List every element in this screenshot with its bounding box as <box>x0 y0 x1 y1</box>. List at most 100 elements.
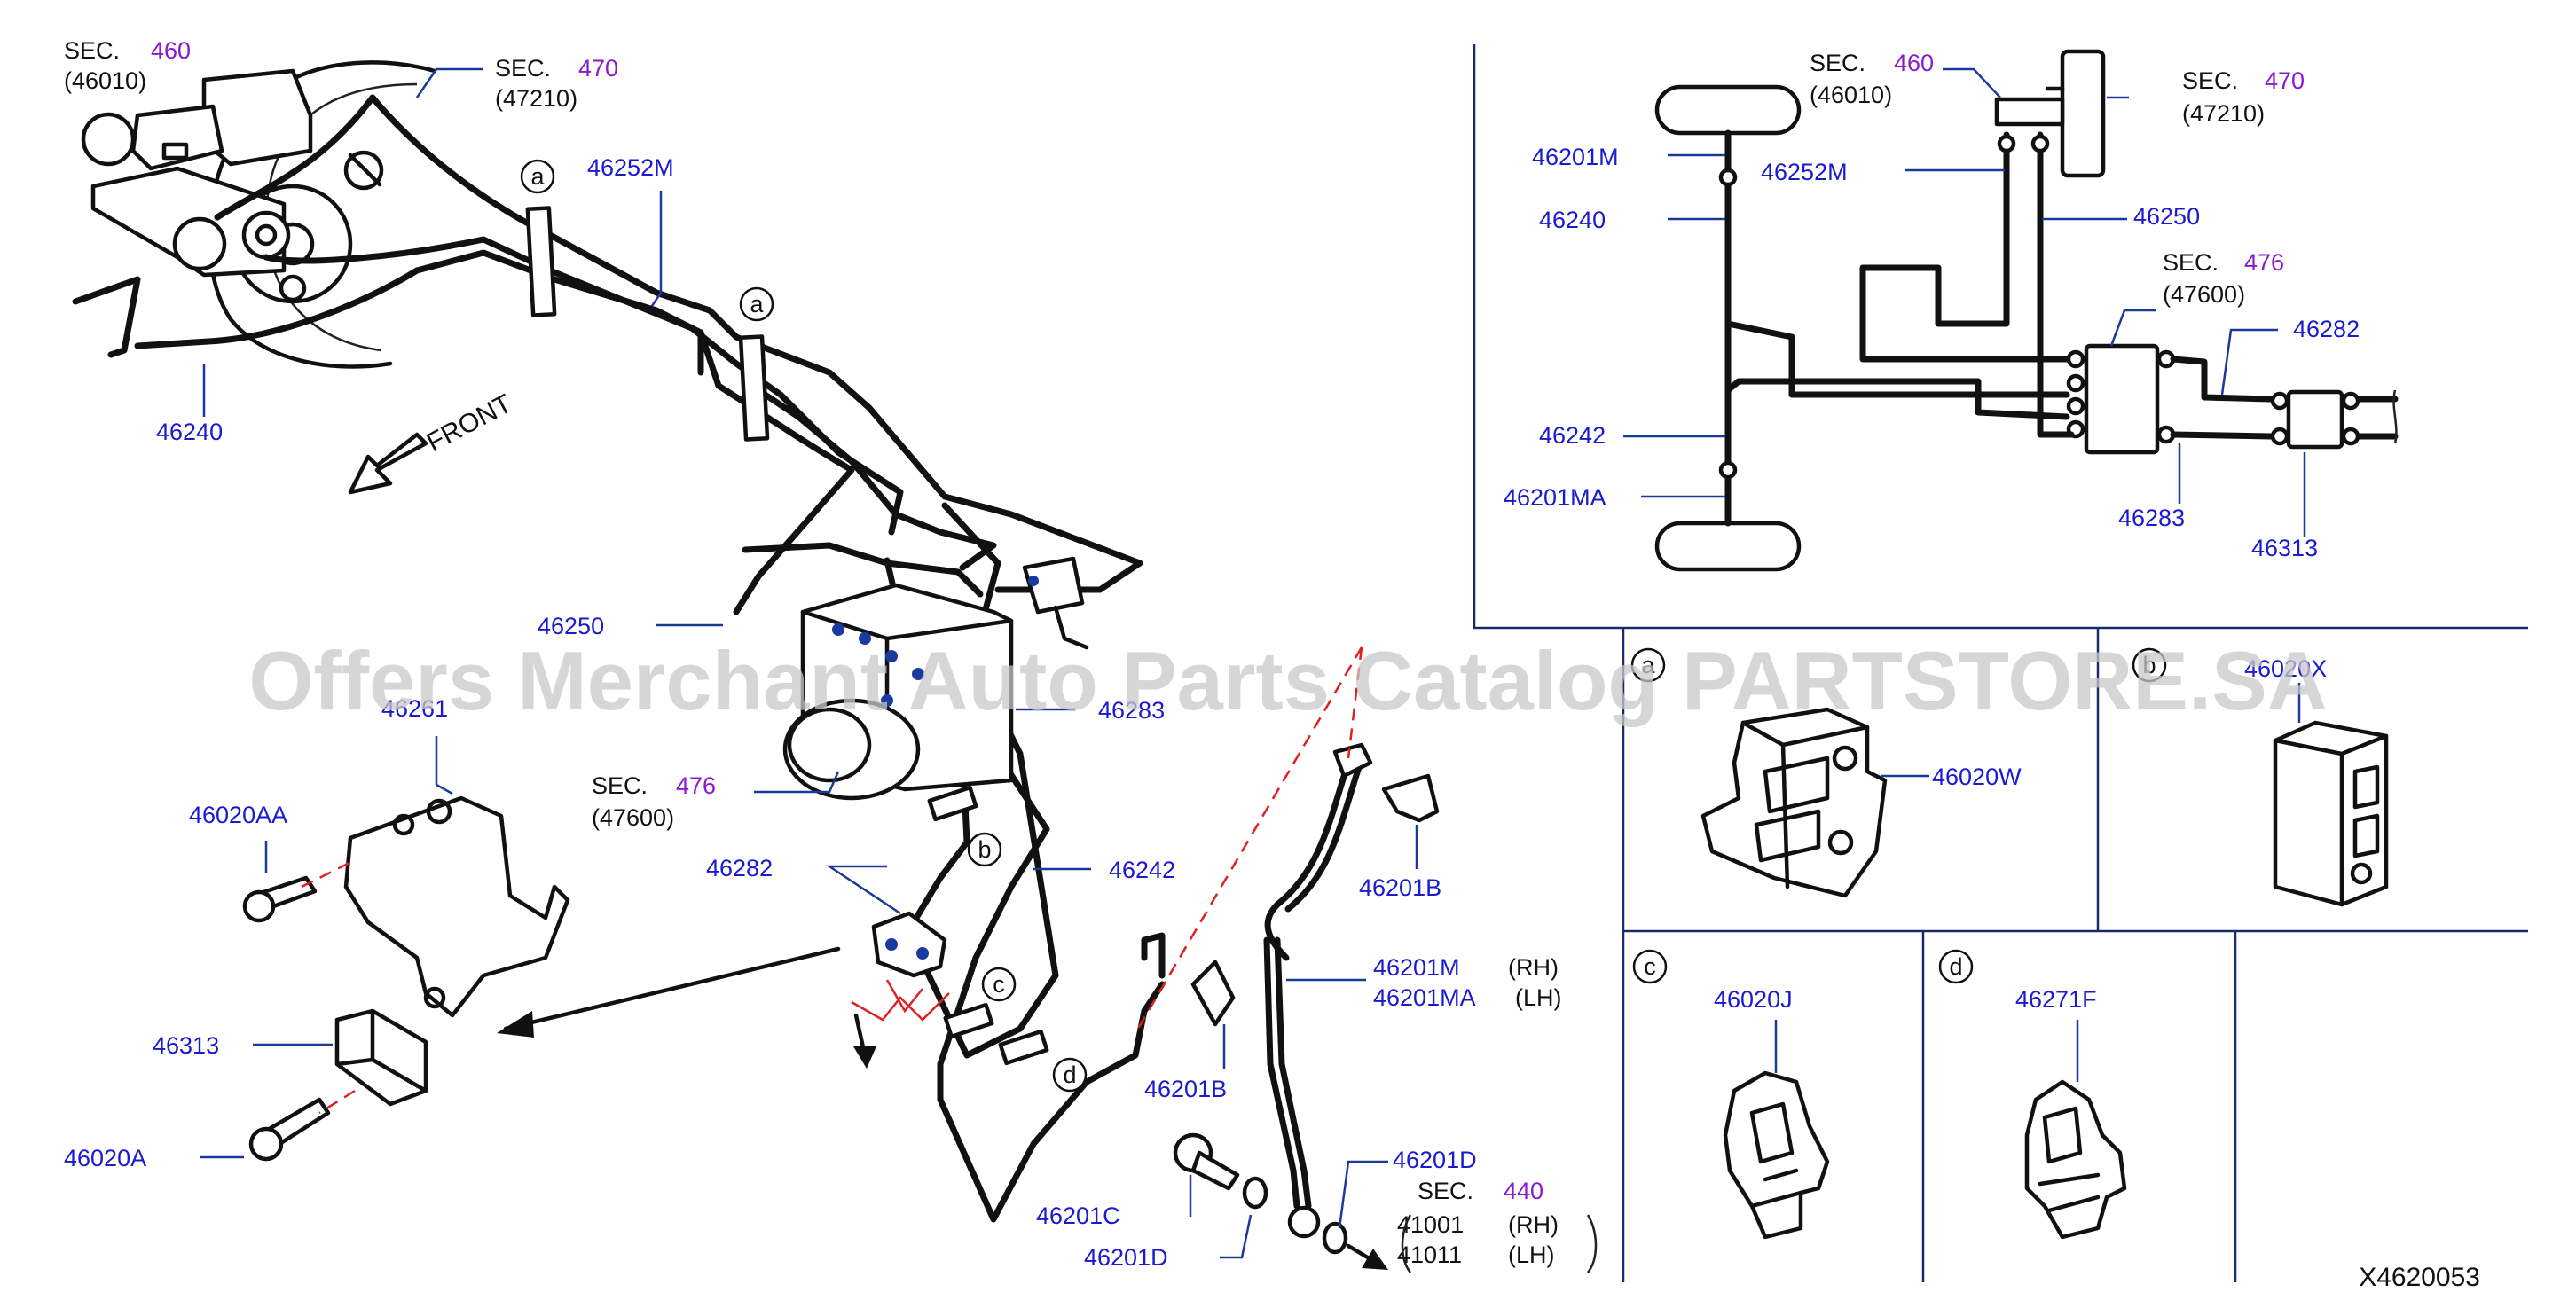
abs-actuator-unit <box>782 556 1089 801</box>
diagram-code: X4620053 <box>2359 1263 2480 1292</box>
svg-text:440: 440 <box>1504 1178 1543 1204</box>
actuator-bracket <box>343 795 570 1018</box>
leader-lines <box>200 67 1418 1259</box>
svg-text:41011: 41011 <box>1397 1242 1462 1268</box>
svg-text:(46010): (46010) <box>64 67 146 94</box>
svg-text:46020X: 46020X <box>2244 655 2327 682</box>
svg-text:(47600): (47600) <box>592 804 674 831</box>
svg-text:460: 460 <box>1894 50 1934 76</box>
label-46242: 46242 <box>1109 857 1175 883</box>
svg-text:470: 470 <box>578 55 618 82</box>
svg-text:b: b <box>2142 652 2156 678</box>
label-46261: 46261 <box>381 695 448 722</box>
detail-panel-a: a 46020W <box>1630 647 2022 898</box>
svg-text:46271F: 46271F <box>2015 986 2097 1013</box>
callout-c: c <box>981 967 1017 1002</box>
svg-text:c: c <box>1644 953 1656 980</box>
svg-text:(RH): (RH) <box>1508 954 1559 981</box>
schematic-pipes <box>1718 129 2399 527</box>
svg-text:476: 476 <box>676 772 716 799</box>
bracket-bolt-upper <box>242 875 318 923</box>
svg-text:SEC.: SEC. <box>592 772 648 799</box>
schematic-label-46252M: 46252M <box>1761 159 1848 185</box>
master-cylinder <box>81 68 313 302</box>
assembly-guide-lines <box>301 646 1363 1115</box>
svg-text:SEC.: SEC. <box>1810 50 1865 76</box>
junction-block-46313 <box>334 1008 428 1107</box>
schematic-leaders <box>1623 67 2306 537</box>
svg-text:SEC.: SEC. <box>2163 249 2219 276</box>
label-sec-476: SEC. 476 (47600) <box>592 772 716 831</box>
svg-text:(RH): (RH) <box>1508 1211 1559 1238</box>
schematic-label-46282: 46282 <box>2293 316 2360 342</box>
schematic-wheel-rear <box>1654 521 1802 572</box>
label-front: FRONT <box>422 389 517 458</box>
schematic-label-46250: 46250 <box>2133 203 2200 230</box>
svg-text:SEC.: SEC. <box>1418 1178 1473 1204</box>
label-46282: 46282 <box>706 855 773 881</box>
svg-text:470: 470 <box>2265 67 2305 94</box>
svg-text:SEC.: SEC. <box>2182 67 2238 94</box>
schematic-label-46283: 46283 <box>2118 505 2185 531</box>
svg-text:(LH): (LH) <box>1515 984 1562 1011</box>
pipe-junction-block <box>851 911 950 1022</box>
svg-text:41001: 41001 <box>1397 1211 1464 1238</box>
label-46252M: 46252M <box>587 154 674 181</box>
svg-text:(LH): (LH) <box>1508 1242 1555 1268</box>
bracket-bolt-lower <box>248 1097 331 1162</box>
hose-bolt <box>1173 1132 1240 1191</box>
detail-panel-b: b 46020X <box>2132 647 2389 907</box>
callout-a-2: a <box>739 286 774 322</box>
label-46201M-46201MA: 46201M (RH) 46201MA (LH) <box>1373 954 1562 1011</box>
label-46250: 46250 <box>538 613 604 639</box>
schematic-label-46201M: 46201M <box>1532 144 1619 170</box>
svg-text:46020J: 46020J <box>1714 986 1793 1013</box>
label-sec-460: SEC. 460 (46010) <box>64 37 191 94</box>
svg-text:c: c <box>993 971 1005 998</box>
label-46201B-upper: 46201B <box>1359 874 1441 901</box>
svg-text:46201M: 46201M <box>1373 954 1460 981</box>
label-46313: 46313 <box>153 1032 219 1059</box>
svg-text:b: b <box>978 836 991 863</box>
pipe-clamps <box>525 206 1049 1066</box>
schematic-label-46313: 46313 <box>2251 535 2318 561</box>
svg-text:(46010): (46010) <box>1810 82 1892 108</box>
label-46201D-right: 46201D <box>1393 1147 1477 1173</box>
schematic-abs-unit <box>2066 343 2176 455</box>
callout-d: d <box>1052 1057 1088 1093</box>
schematic-label-46201MA: 46201MA <box>1504 484 1606 511</box>
svg-text:a: a <box>1641 652 1655 678</box>
svg-text:476: 476 <box>2244 249 2284 276</box>
svg-text:a: a <box>530 163 545 190</box>
svg-text:46020W: 46020W <box>1932 764 2022 790</box>
svg-text:d: d <box>1949 953 1962 980</box>
svg-text:(47210): (47210) <box>2182 100 2265 127</box>
label-46020AA: 46020AA <box>189 802 287 828</box>
label-46201C: 46201C <box>1036 1202 1120 1229</box>
schematic-label-sec-470: SEC. 470 (47210) <box>2182 67 2305 127</box>
label-46201D-left: 46201D <box>1084 1244 1168 1271</box>
label-sec-470: SEC. 470 (47210) <box>495 55 618 112</box>
panel-frames <box>1473 44 2528 1282</box>
schematic-master-cylinder <box>1994 49 2106 178</box>
svg-text:a: a <box>750 291 764 317</box>
callout-b: b <box>967 832 1002 867</box>
label-46020A: 46020A <box>64 1145 146 1171</box>
detail-panel-c: c 46020J <box>1632 949 1830 1240</box>
svg-text:(47210): (47210) <box>495 85 577 112</box>
label-46283: 46283 <box>1098 697 1165 724</box>
schematic-label-46242: 46242 <box>1539 422 1606 449</box>
svg-text:SEC.: SEC. <box>495 55 551 82</box>
svg-text:SEC.: SEC. <box>64 37 120 64</box>
svg-text:46201MA: 46201MA <box>1373 984 1476 1011</box>
svg-text:460: 460 <box>151 37 191 64</box>
schematic-label-sec-476: SEC. 476 (47600) <box>2163 249 2284 308</box>
flexible-brake-hose <box>1242 742 1373 1255</box>
schematic-label-sec-460: SEC. 460 (46010) <box>1810 50 1934 108</box>
hose-clips <box>1190 773 1440 1027</box>
schematic-wheel-front <box>1654 84 1802 136</box>
label-46240: 46240 <box>156 419 223 445</box>
direction-arrows <box>348 432 1388 1270</box>
svg-text:(47600): (47600) <box>2163 281 2245 308</box>
